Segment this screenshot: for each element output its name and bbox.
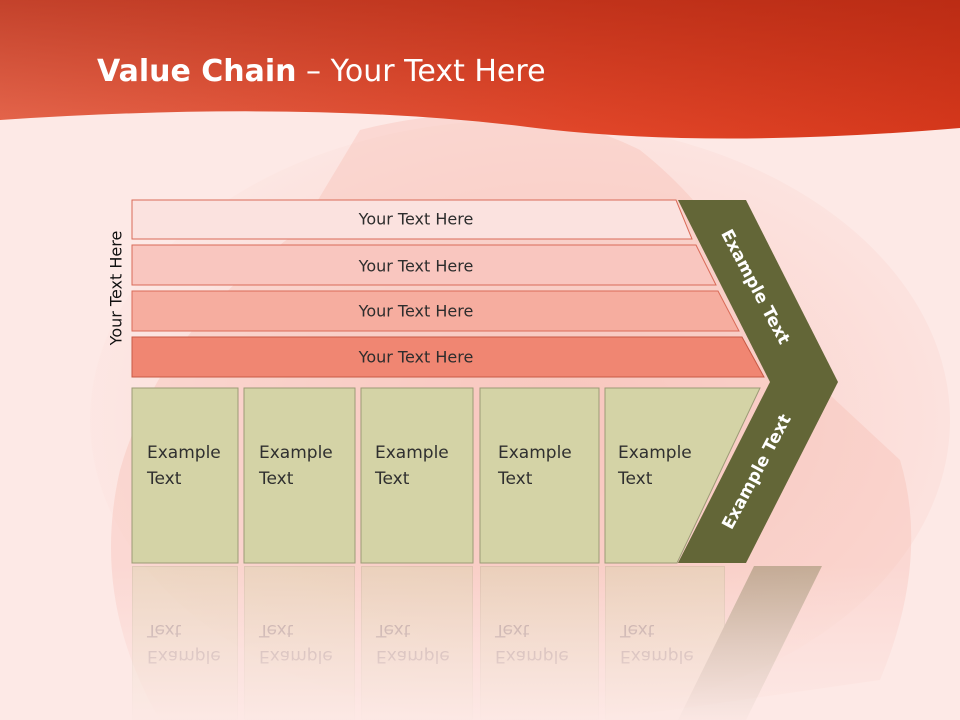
chevron-lower (678, 382, 838, 563)
band-2 (131, 244, 717, 286)
column-5 (604, 387, 761, 564)
column-1 (131, 387, 239, 564)
band-label-2: Your Text Here (358, 256, 474, 276)
column-4 (479, 387, 600, 564)
chevron-upper (678, 200, 838, 382)
band-4 (131, 336, 765, 378)
band-label-4: Your Text Here (358, 347, 474, 367)
band-3 (131, 290, 740, 332)
side-label: Your Text Here (106, 230, 126, 346)
page-title: Value Chain – Your Text Here (97, 54, 546, 89)
column-3 (360, 387, 474, 564)
band-label-1: Your Text Here (358, 209, 474, 229)
band-label-3: Your Text Here (358, 301, 474, 321)
column-2 (243, 387, 356, 564)
band-1 (131, 199, 693, 240)
